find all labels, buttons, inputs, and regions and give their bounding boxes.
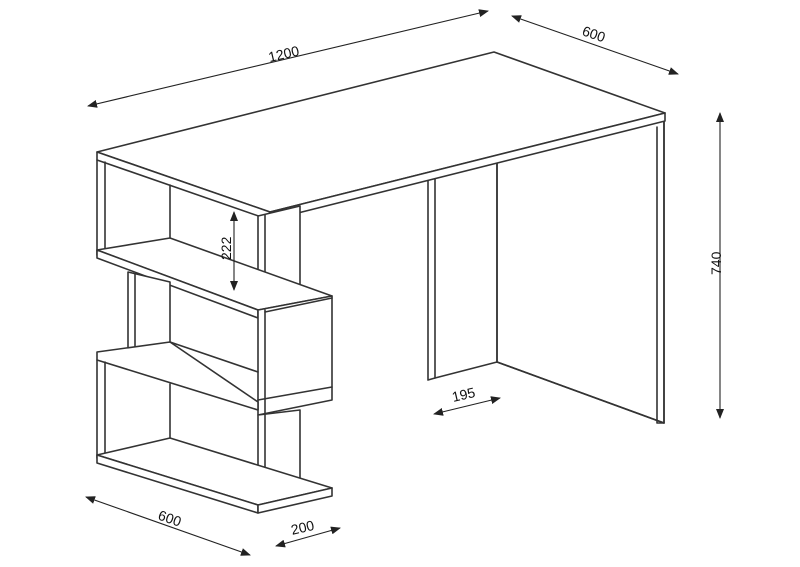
- dim-label-200: 200: [289, 517, 316, 538]
- dim-label-600-shelf: 600: [156, 507, 183, 530]
- shelf-unit: [96, 159, 333, 514]
- dim-label-600-top: 600: [580, 23, 607, 46]
- dim-label-1200: 1200: [267, 42, 301, 65]
- dimension-195: 195: [433, 384, 501, 416]
- dimension-600-top: 600: [511, 15, 679, 75]
- dimension-222: 222: [218, 211, 238, 291]
- dimension-200: 200: [275, 517, 341, 548]
- dim-label-740: 740: [708, 251, 724, 275]
- dim-label-195: 195: [450, 384, 477, 405]
- dimension-740: 740: [708, 112, 724, 419]
- dim-label-222: 222: [218, 236, 234, 260]
- dimension-1200: 1200: [87, 9, 489, 108]
- dimension-600-shelf: 600: [85, 496, 251, 556]
